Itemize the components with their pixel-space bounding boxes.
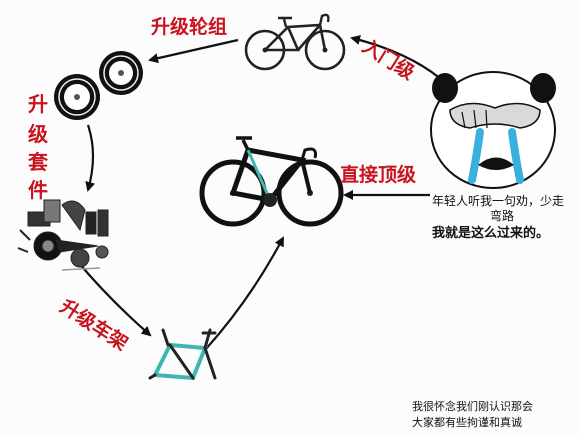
arrow-to-wheelset bbox=[148, 38, 239, 64]
upgrade-groupset-char-3: 套 bbox=[28, 150, 48, 174]
arrow-to-groupset bbox=[85, 124, 96, 192]
upgrade-groupset-char-1: 升 bbox=[28, 92, 48, 116]
footer-line-1: 我很怀念我们刚认识那会 bbox=[412, 400, 533, 413]
crying-panda-face bbox=[430, 71, 556, 189]
groupset-parts-image bbox=[17, 199, 109, 271]
arrow-to-frame bbox=[77, 261, 152, 337]
flow-arrows bbox=[77, 35, 456, 351]
road-bike-image bbox=[244, 13, 346, 71]
upgrade-groupset-char-4: 件 bbox=[28, 178, 48, 202]
direct-top-level-label: 直接顶级 bbox=[340, 164, 417, 186]
footer-line-2: 大家都有些拘谨和真诚 bbox=[412, 416, 522, 429]
upgrade-groupset-char-2: 级 bbox=[28, 122, 48, 146]
meme-caption-line-3: 我就是这么过来的。 bbox=[432, 226, 550, 241]
upgrade-wheelset-label: 升级轮组 bbox=[151, 16, 228, 38]
wheelset-image bbox=[54, 51, 143, 120]
meme-caption-line-2: 弯路 bbox=[490, 209, 515, 223]
meme-caption-line-1: 年轻人听我一句劝，少走 bbox=[432, 194, 565, 208]
bare-frame-image bbox=[148, 328, 217, 381]
top-level-bike-image bbox=[199, 136, 344, 227]
arrow-to-top-bike bbox=[204, 236, 284, 351]
